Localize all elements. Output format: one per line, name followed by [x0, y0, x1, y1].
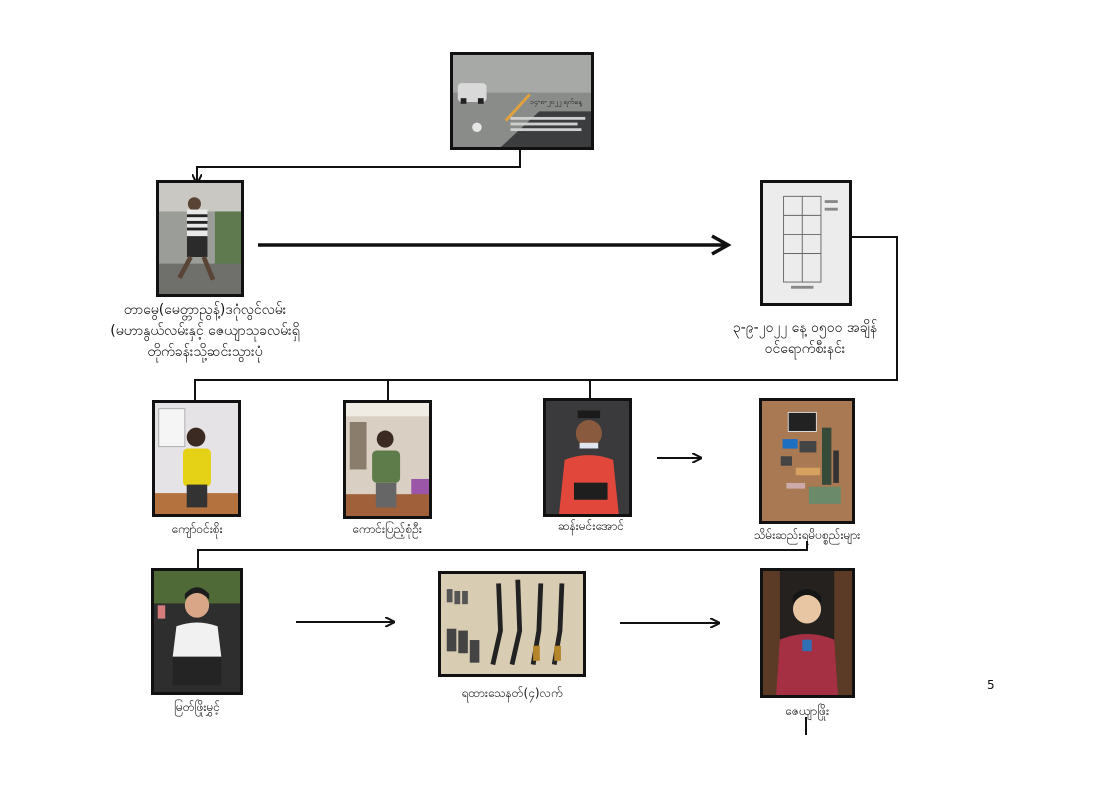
caption-line: ဝင်ရောက်စီးနင်း: [764, 341, 846, 357]
connector-floorplan-bus: [194, 236, 898, 400]
page-number: 5: [987, 678, 995, 692]
arrest1-caption: ကျော်ဝင်းစိုး: [171, 522, 223, 536]
caption-line: (မဟာနွယ်လမ်းနှင့် ဇေယျာသုခလမ်းရှိ: [110, 323, 300, 339]
man-red-shirt-photo: [543, 398, 632, 517]
woman-caption: မြတ်ဖြိုးမွှင့်: [174, 700, 220, 714]
suspect-walking-caption: တာမွေ(မေတ္တာညွန့်)ဒဂုံလွင်လမ်း (မဟာနွယ်လ…: [90, 300, 320, 363]
man-walking-photo: [156, 180, 244, 297]
arrest3-caption: ဆန်းမင်းအောင်: [557, 519, 625, 533]
cctv-date-label: ၁၄-၈-၂၀၂၂ ရက်နေ့: [530, 98, 582, 106]
final-caption: ဇေယျာဖြိုး: [784, 704, 830, 718]
floorplan-caption: ၃-၉-၂၀၂၂ နေ့ ၀၅၀၀ အချိန် ဝင်ရောက်စီးနင်း: [710, 318, 900, 360]
arrest2-caption: ကောင်းပြည့်စုံဦး: [352, 522, 422, 536]
man-red-jacket-photo: [760, 568, 855, 698]
seized-items-photo: [759, 398, 855, 524]
man-green-shirt-photo: [343, 400, 432, 519]
evidence-caption: သိမ်းဆည်းရမိပစ္စည်းများ: [753, 528, 861, 542]
woman-white-shirt-photo: [151, 568, 243, 695]
caption-line: ၃-၉-၂၀၂၂ နေ့ ၀၅၀၀ အချိန်: [732, 320, 878, 336]
rifles-caption: ရထားသေနတ်(၄)လက်: [461, 686, 563, 700]
rifles-on-table-photo: [438, 571, 586, 677]
connector-evidence-to-woman: [197, 541, 808, 568]
connector-cctv-to-suspect: [197, 150, 521, 182]
caption-line: တိုက်ခန်းသို့ဆင်းသွားပုံ: [147, 344, 263, 360]
caption-line: တာမွေ(မေတ္တာညွန့်)ဒဂုံလွင်လမ်း: [123, 302, 287, 318]
floor-plan-sketch: [760, 180, 852, 306]
man-yellow-shirt-photo: [152, 400, 241, 517]
cctv-screenshot-image: [450, 52, 594, 150]
